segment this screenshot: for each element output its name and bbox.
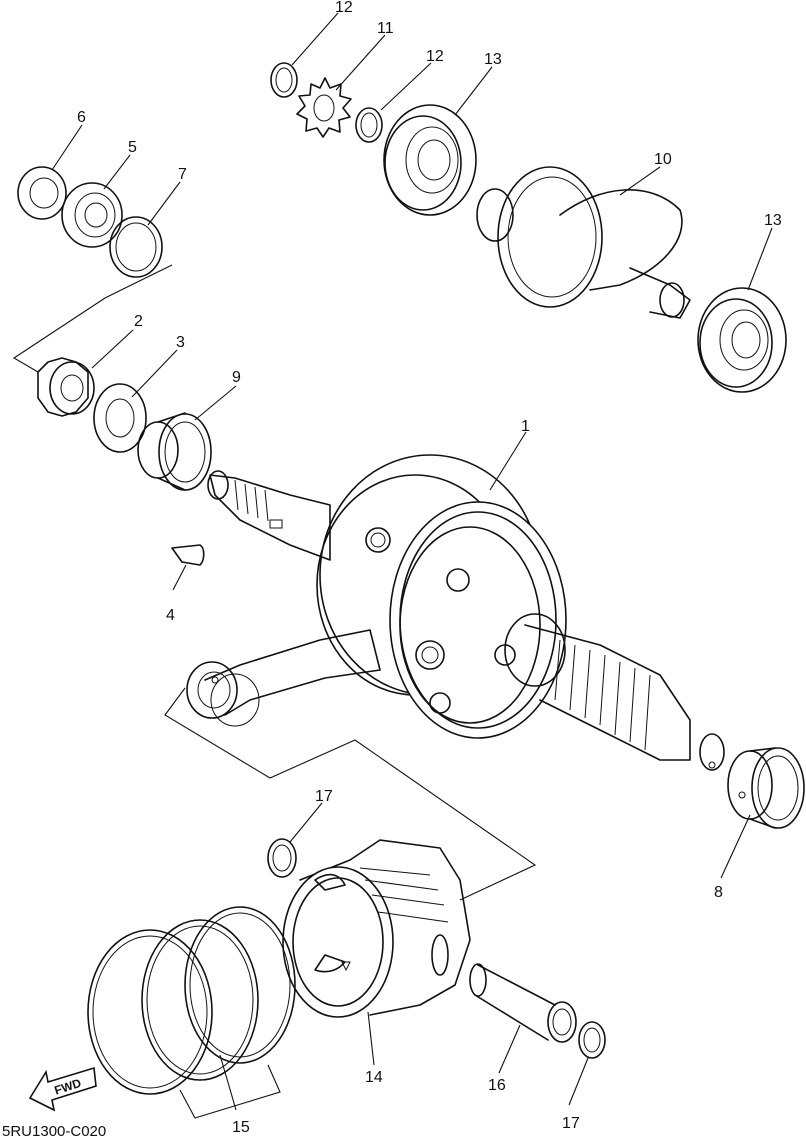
part-10-balancer-gear xyxy=(476,166,691,319)
part-11-sprocket xyxy=(296,77,352,138)
callout-11: 11 xyxy=(377,20,394,37)
callout-13a: 13 xyxy=(484,51,502,68)
part-15-piston-rings xyxy=(87,906,296,1095)
callout-4: 4 xyxy=(166,607,175,624)
callout-17a: 17 xyxy=(315,788,333,805)
leader-lines xyxy=(51,12,773,1111)
part-13-bearing-top xyxy=(383,104,477,216)
part-4-woodruff-key xyxy=(171,544,205,566)
part-3-washer xyxy=(93,383,147,453)
diagram-code: 5RU1300-C020 xyxy=(2,1123,106,1137)
callout-8: 8 xyxy=(714,884,723,901)
callout-6: 6 xyxy=(77,109,86,126)
callout-10: 10 xyxy=(654,151,672,168)
callout-7: 7 xyxy=(178,166,187,183)
group-bracket-middle xyxy=(164,687,537,901)
group-bracket-top xyxy=(12,264,173,373)
part-8-bush xyxy=(727,747,805,829)
callout-16: 16 xyxy=(488,1077,506,1094)
callout-13b: 13 xyxy=(764,212,782,229)
part-9-collar xyxy=(137,412,212,491)
callout-17b: 17 xyxy=(562,1115,580,1132)
callout-5: 5 xyxy=(128,139,137,156)
callout-12b: 12 xyxy=(426,48,444,65)
callout-14: 14 xyxy=(365,1069,383,1086)
part-5-bearing xyxy=(61,182,123,248)
part-17-circlip-upper xyxy=(267,838,297,878)
callout-3: 3 xyxy=(176,334,185,351)
callout-9: 9 xyxy=(232,369,241,386)
group-bracket-rings xyxy=(179,1064,281,1119)
part-13-bearing-right xyxy=(697,287,787,393)
part-12-circlip-top xyxy=(270,62,298,98)
part-16-piston-pin xyxy=(469,963,577,1043)
part-14-piston xyxy=(282,839,471,1018)
callout-1: 1 xyxy=(521,418,530,435)
part-7-circlip xyxy=(109,216,163,278)
fwd-arrow-icon: FWD xyxy=(28,1066,97,1112)
part-6-oil-seal xyxy=(17,166,67,220)
part-17-circlip-lower xyxy=(578,1021,606,1059)
callout-2: 2 xyxy=(134,313,143,330)
callout-12a: 12 xyxy=(335,0,353,16)
callout-15: 15 xyxy=(232,1119,250,1136)
part-12-circlip-right xyxy=(355,107,383,143)
part-2-nut xyxy=(37,357,95,417)
part-1-crankshaft xyxy=(186,454,725,771)
